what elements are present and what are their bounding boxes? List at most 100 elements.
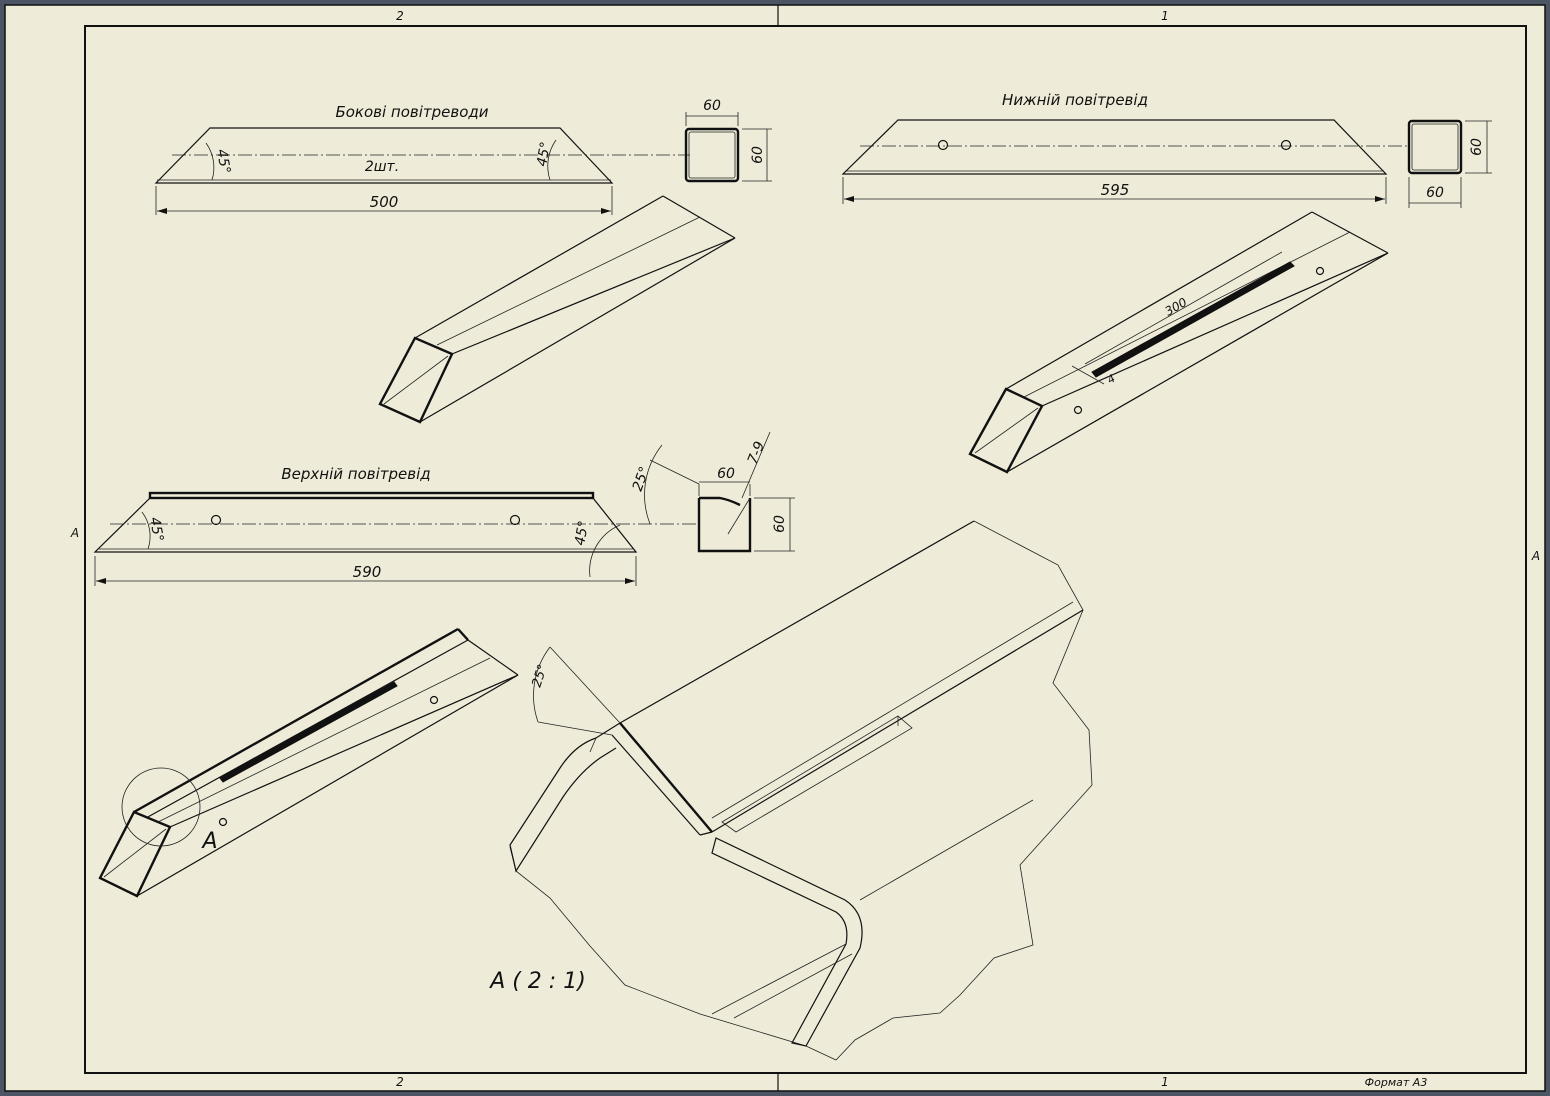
bottom-duct-iso-edge	[1041, 252, 1389, 407]
top-duct-iso-hole	[429, 695, 439, 705]
top-duct-hole	[509, 514, 521, 526]
top-duct-iso-edge	[136, 674, 519, 897]
side-duct-section-inner	[688, 131, 736, 179]
bottom-duct-section-inner	[1411, 123, 1459, 171]
top-duct-section-height: 60	[772, 515, 788, 533]
side-duct-iso-edge	[419, 237, 736, 423]
top-duct-lip-size: 7-9	[745, 439, 768, 466]
bottom-duct-isometric: 300 4	[968, 211, 1389, 474]
top-duct-lip-angle: 25°	[630, 465, 654, 494]
bottom-duct-iso-hole	[1073, 405, 1083, 415]
detail-lip-tip	[699, 831, 713, 836]
top-duct-view: Верхній повітревід 45° 45° 590 7-9 60 60…	[93, 431, 795, 586]
lip-angle-ext	[649, 459, 700, 485]
top-duct-outline	[93, 497, 638, 553]
bottom-duct-slot	[1091, 261, 1295, 378]
detail-lip-front	[619, 722, 713, 833]
detail-top-edge	[619, 520, 975, 724]
detail-left-wall-inner	[589, 737, 597, 753]
side-duct-iso-edge	[451, 237, 736, 355]
bottom-duct-iso-edge	[1006, 252, 1389, 473]
side-duct-quantity: 2шт.	[365, 159, 399, 175]
detail-fold-edge	[711, 609, 1084, 833]
side-duct-section-height: 60	[750, 146, 766, 164]
side-duct-iso-edge	[414, 195, 664, 339]
detail-fold-edge-inner	[711, 601, 1074, 819]
top-duct-iso-edge	[467, 639, 519, 676]
detail-slot	[721, 715, 913, 833]
angle-arc-left	[141, 511, 151, 550]
top-duct-section-lip	[699, 496, 741, 507]
detail-left-wall	[509, 722, 621, 873]
top-duct-iso-inner	[103, 828, 167, 878]
drawing-frame	[84, 25, 1527, 1074]
side-duct-angle-left: 45°	[213, 148, 233, 175]
detail-side-edge	[859, 799, 1034, 901]
top-duct-iso-slot	[219, 681, 398, 783]
bottom-duct-hole	[937, 139, 949, 151]
side-duct-section	[684, 127, 740, 183]
angle-arc-right	[589, 524, 621, 578]
side-duct-iso-inner	[383, 355, 449, 405]
bottom-duct-outline	[841, 119, 1388, 175]
top-duct-angle-right: 45°	[572, 519, 592, 546]
detail-break-line	[509, 520, 1093, 1061]
side-duct-outline	[154, 127, 614, 184]
top-duct-hole	[210, 514, 222, 526]
lip-angle-arc	[644, 444, 663, 525]
detail-angle-ext	[549, 646, 621, 724]
bottom-duct-hole	[1280, 139, 1292, 151]
top-duct-length: 590	[353, 563, 382, 581]
top-duct-iso-edge	[145, 639, 469, 819]
slot-width-line	[1071, 365, 1105, 385]
bottom-duct-view: Нижній повітревід 595 60 60	[841, 91, 1492, 208]
bottom-duct-iso-inner	[974, 407, 1039, 454]
detail-title: A ( 2 : 1)	[488, 969, 586, 994]
top-duct-isometric: A	[98, 627, 519, 898]
detail-right-wall	[711, 837, 863, 1047]
bottom-duct-iso-hole	[1315, 266, 1325, 276]
detail-angle-ext	[537, 721, 613, 736]
side-duct-isometric	[378, 195, 736, 424]
paper	[4, 4, 1546, 1092]
bottom-duct-title: Нижній повітревід	[1002, 91, 1148, 109]
detail-a-view: 25° A ( 2 : 1)	[488, 520, 1093, 1061]
top-duct-iso-lip-edge	[457, 628, 469, 641]
side-ducts-view: Бокові повітреводи 45° 45° 2шт. 500 60 6…	[154, 98, 772, 215]
bottom-duct-section-width: 60	[1426, 185, 1444, 201]
top-duct-section-width: 60	[717, 466, 735, 482]
zone-label-top-1: 1	[1161, 9, 1169, 23]
top-duct-iso-crease	[157, 657, 491, 823]
detail-marker: A	[200, 829, 217, 854]
top-duct-angle-left: 45°	[146, 516, 166, 543]
zone-label-top-2: 2	[396, 9, 404, 23]
zone-label-bottom-2: 2	[396, 1075, 404, 1089]
side-duct-section-width: 60	[703, 98, 721, 114]
detail-lip-back	[611, 734, 701, 836]
side-duct-iso-crease	[436, 216, 701, 346]
top-duct-iso-lip-edge	[133, 627, 459, 814]
bottom-duct-length: 595	[1101, 181, 1130, 199]
bottom-duct-iso-edge	[1311, 211, 1389, 254]
lip-leader	[741, 431, 771, 499]
top-duct-section	[697, 498, 752, 553]
bottom-duct-section	[1407, 119, 1463, 175]
side-duct-angle-right: 45°	[534, 140, 554, 167]
angle-arc-left	[205, 142, 215, 181]
side-duct-iso-edge	[662, 195, 736, 239]
zone-label-side-right: A	[1531, 549, 1540, 563]
format-label: Формат А3	[1365, 1076, 1428, 1089]
detail-callout-circle	[121, 767, 201, 847]
zone-label-bottom-1: 1	[1161, 1075, 1169, 1089]
slot-dimension-line	[1084, 251, 1283, 365]
detail-angle-arc	[533, 646, 551, 723]
bottom-duct-iso-edge	[1005, 211, 1313, 390]
zone-label-side-left: A	[70, 526, 79, 540]
detail-bottom-edge-inner	[733, 953, 853, 1019]
side-ducts-title: Бокові повітреводи	[335, 103, 488, 121]
detail-bottom-edge	[711, 943, 847, 1015]
bottom-duct-section-height: 60	[1469, 138, 1485, 156]
angle-arc-right	[547, 139, 557, 181]
detail-angle: 25°	[530, 663, 551, 690]
